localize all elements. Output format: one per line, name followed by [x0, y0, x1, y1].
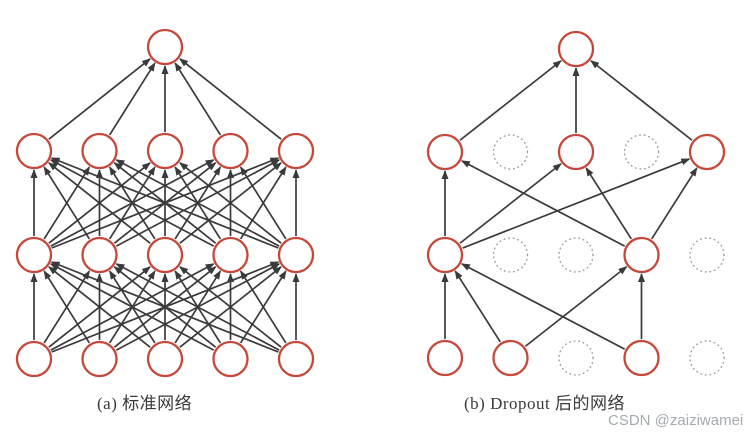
neuron-node [81, 236, 118, 274]
neuron-node [492, 339, 529, 377]
neuron-node [15, 340, 53, 378]
caption-standard-network: (a) 标准网络 [97, 394, 193, 413]
neuron-node [277, 340, 315, 378]
csdn-watermark: CSDN @zaiziwamei [608, 412, 744, 429]
neuron-node [212, 236, 249, 274]
neuron-node [688, 133, 726, 171]
connection-arrow [585, 167, 633, 240]
network-diagram-dropout [426, 30, 726, 377]
connection-arrow [239, 270, 287, 344]
connection-arrow [650, 167, 698, 240]
connection-arrow [43, 166, 91, 240]
connection-arrow [524, 266, 628, 347]
connection-arrow [50, 261, 279, 353]
neuron-node [426, 339, 464, 377]
dropped-neuron-node [558, 237, 594, 273]
connection-arrow [179, 58, 282, 140]
neuron-node [557, 133, 595, 171]
neuron-node [212, 132, 249, 170]
connection-arrow [49, 159, 215, 247]
connection-arrow [462, 158, 691, 249]
neuron-node [212, 340, 249, 378]
neuron-node [623, 339, 660, 377]
caption-dropout-network: (b) Dropout 后的网络 [464, 394, 625, 413]
connection-arrow [48, 58, 151, 140]
neuron-node [426, 236, 464, 274]
neuron-node [146, 132, 184, 170]
connection-arrow [459, 60, 562, 141]
network-diagram-standard [15, 28, 315, 378]
connection-arrow [590, 60, 693, 141]
neuron-node [623, 236, 660, 274]
connection-arrow [49, 263, 215, 351]
dropped-neuron-node [492, 134, 529, 170]
neuron-node [81, 132, 118, 170]
connection-arrow [460, 263, 626, 350]
neuron-node [146, 236, 184, 274]
connection-arrow [43, 270, 91, 344]
neuron-node [81, 340, 118, 378]
neuron-node [15, 132, 53, 170]
neuron-node [426, 133, 464, 171]
neuron-node [146, 28, 184, 66]
connection-arrow [239, 166, 287, 240]
connection-arrow [50, 157, 279, 249]
connection-arrow [48, 162, 151, 244]
connection-arrow [48, 266, 151, 348]
dropped-neuron-node [558, 340, 594, 376]
connection-arrow [115, 263, 280, 351]
dropped-neuron-node [689, 340, 725, 376]
neuron-node [277, 132, 315, 170]
connection-arrow [108, 62, 156, 136]
connection-arrow [454, 270, 502, 343]
dropped-neuron-node [492, 237, 529, 273]
connection-arrow [459, 163, 562, 244]
neuron-node [557, 30, 595, 68]
connection-arrow [460, 160, 626, 247]
dropped-neuron-node [689, 237, 725, 273]
connection-arrow [174, 62, 222, 136]
connection-arrow [115, 159, 280, 247]
neuron-node [146, 340, 184, 378]
neuron-node [277, 236, 315, 274]
connection-arrow [179, 266, 282, 348]
dropped-neuron-node [623, 134, 660, 170]
connection-arrow [179, 162, 282, 244]
neuron-node [15, 236, 53, 274]
